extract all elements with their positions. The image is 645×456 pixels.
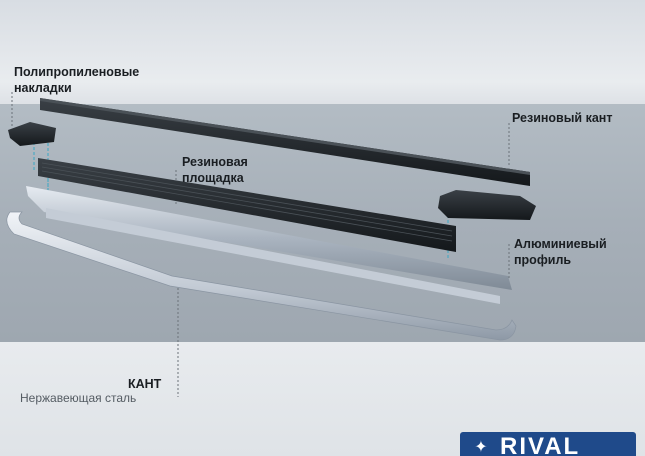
brand-logo-text: RIVAL — [500, 433, 581, 456]
label-trim-title: КАНТ — [128, 377, 162, 391]
crab-emblem-icon: ✦ — [474, 439, 488, 456]
label-rubber-pad: Резиновая площадка — [182, 155, 248, 185]
aluminum-profile — [26, 186, 512, 290]
aluminum-flange — [46, 208, 500, 304]
pp-cap-left — [8, 122, 56, 146]
pp-cap-right — [438, 190, 536, 220]
rubber-edge-highlight — [40, 98, 530, 175]
label-rubber-edge: Резиновый кант — [512, 111, 613, 125]
label-trim-material: Нержавеющая сталь — [20, 391, 137, 405]
label-pp-caps: Полипропиленовые накладки — [14, 65, 140, 95]
brand-logo: ✦ RIVAL — [460, 432, 636, 456]
label-aluminum-profile: Алюминиевый профиль — [514, 237, 607, 267]
rubber-edge-strip — [40, 98, 530, 186]
rubber-pad-grooves — [41, 162, 453, 242]
rubber-pad — [38, 158, 456, 252]
stainless-trim — [6, 211, 517, 341]
